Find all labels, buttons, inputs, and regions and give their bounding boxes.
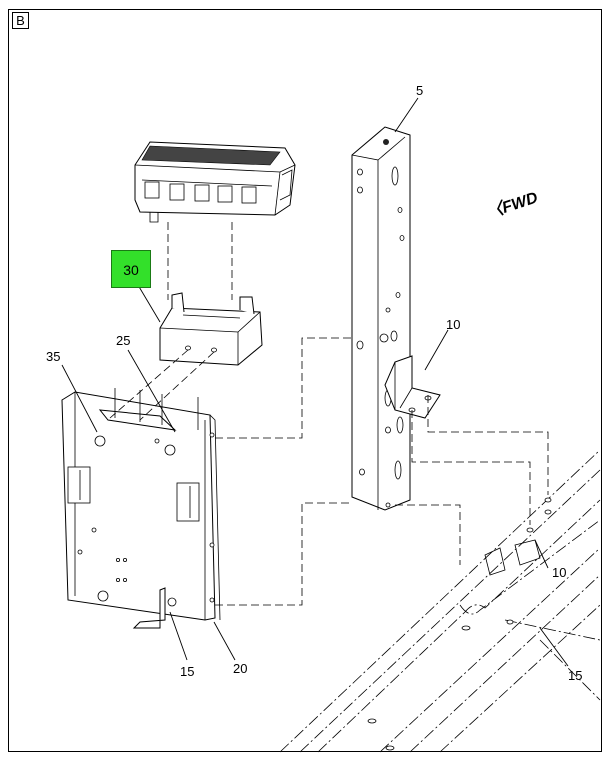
drawing-border bbox=[8, 9, 602, 752]
callout-5[interactable]: 5 bbox=[416, 83, 424, 98]
frame-rail bbox=[279, 449, 601, 753]
fuse-box bbox=[134, 141, 296, 223]
callout-15-plate[interactable]: 15 bbox=[180, 664, 195, 679]
view-label: B bbox=[12, 12, 29, 29]
alignment-lines bbox=[109, 222, 552, 625]
highlighted-callout-30[interactable]: 30 bbox=[111, 250, 151, 288]
callout-20[interactable]: 20 bbox=[233, 661, 248, 676]
callout-35[interactable]: 35 bbox=[46, 349, 61, 364]
callout-25[interactable]: 25 bbox=[116, 333, 131, 348]
fuse-box-bracket bbox=[159, 292, 263, 366]
callout-15-rail[interactable]: 15 bbox=[568, 668, 583, 683]
leader-lines bbox=[61, 97, 569, 667]
mounting-plate bbox=[61, 388, 221, 629]
callout-10-rail[interactable]: 10 bbox=[552, 565, 567, 580]
callout-10-bracket[interactable]: 10 bbox=[446, 317, 461, 332]
angle-bracket bbox=[384, 355, 441, 419]
vertical-bracket bbox=[351, 126, 411, 511]
